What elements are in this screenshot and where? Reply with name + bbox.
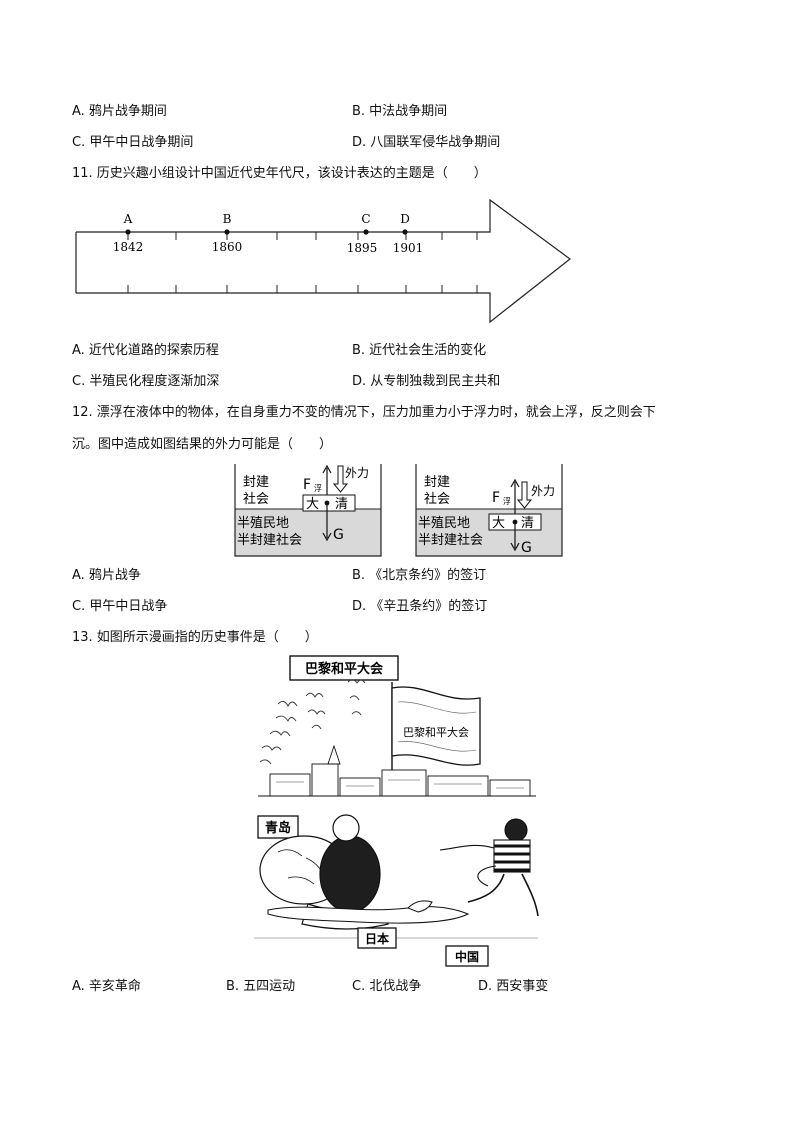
skyline-windows xyxy=(276,779,524,789)
label-japan: 日本 xyxy=(365,931,389,946)
timeline-bottom-ticks xyxy=(127,285,478,293)
buoyancy-sub: 浮 xyxy=(314,483,322,493)
block-left-char: 大 xyxy=(492,516,505,531)
flag-text: 巴黎和平大会 xyxy=(403,725,469,739)
q12-option-a: A. 鸦片战争 xyxy=(72,568,141,583)
timeline-point-b xyxy=(224,229,230,235)
timeline-point-d xyxy=(402,229,408,235)
timeline-year-a: 1842 xyxy=(113,240,144,254)
gravity-arrow xyxy=(510,542,520,552)
q10-option-a: A. 鸦片战争期间 xyxy=(72,104,167,119)
q11-option-a: A. 近代化道路的探索历程 xyxy=(72,343,219,358)
label-china-box xyxy=(445,945,489,967)
timeline-arrow-outline xyxy=(76,198,571,324)
label-china: 中国 xyxy=(455,949,479,964)
q11-option-b: B. 近代社会生活的变化 xyxy=(352,343,487,358)
external-force-arrow xyxy=(516,481,533,509)
q12-diagram-left: 封建 社会 半殖民地 半封建社会 F 浮 外力 大 清 G xyxy=(234,464,382,557)
lower-label-1: 半殖民地 xyxy=(237,515,289,531)
q13-option-c: C. 北伐战争 xyxy=(352,979,422,994)
q12-stem-line1: 12. 漂浮在液体中的物体，在自身重力不变的情况下，压力加重力小于浮力时，就会上… xyxy=(72,405,656,420)
upper-label-2: 社会 xyxy=(243,491,269,507)
gravity-label: G xyxy=(333,527,344,543)
buoyancy-arrow xyxy=(510,478,520,488)
q10-option-c: C. 甲午中日战争期间 xyxy=(72,135,194,150)
timeline-year-c: 1895 xyxy=(347,241,378,255)
label-qingdao: 青岛 xyxy=(265,820,291,836)
figure-china xyxy=(267,900,470,924)
label-japan-box xyxy=(357,927,397,949)
label-qingdao-box xyxy=(257,815,299,839)
gravity-arrow xyxy=(322,532,332,542)
timeline-letter-b: B xyxy=(223,212,232,226)
timeline-letter-d: D xyxy=(400,212,410,226)
timeline-year-d: 1901 xyxy=(393,241,424,255)
flag xyxy=(391,686,481,766)
q10-option-d: D. 八国联军侵华战争期间 xyxy=(352,135,501,150)
q13-stem: 13. 如图所示漫画指的历史事件是（ ） xyxy=(72,630,318,645)
lower-label-2: 半封建社会 xyxy=(237,532,302,548)
timeline-letter-c: C xyxy=(361,212,370,226)
q13-option-d: D. 西安事变 xyxy=(478,979,549,994)
block-right-char: 清 xyxy=(335,497,348,512)
q11-option-d: D. 从专制独裁到民主共和 xyxy=(352,374,501,389)
q13-cartoon: 巴黎和平大会 巴黎和平大会 青岛 xyxy=(254,655,539,967)
timeline-point-a xyxy=(125,229,131,235)
liquid-lower-layer xyxy=(235,509,381,556)
q12-option-d: D. 《辛丑条约》的签订 xyxy=(352,599,488,614)
external-force-label: 外力 xyxy=(345,466,369,480)
banner-paris-conference xyxy=(289,655,399,681)
q12-option-c: C. 甲午中日战争 xyxy=(72,599,168,614)
q12-diagram-right: 封建 社会 半殖民地 半封建社会 F 浮 外力 大 清 G xyxy=(415,464,563,557)
timeline-letter-a: A xyxy=(123,212,133,226)
buoyancy-sub: 浮 xyxy=(503,496,511,506)
q12-stem-line2: 沉。图中造成如图结果的外力可能是（ ） xyxy=(72,437,333,452)
q10-option-b: B. 中法战争期间 xyxy=(352,104,448,119)
buoyancy-label: F xyxy=(492,490,500,506)
timeline-year-b: 1860 xyxy=(212,240,243,254)
container-outline xyxy=(234,464,382,557)
lower-label-1: 半殖民地 xyxy=(418,515,470,531)
gravity-label: G xyxy=(521,540,532,556)
q11-stem: 11. 历史兴趣小组设计中国近代史年代尺，该设计表达的主题是（ ） xyxy=(72,166,487,181)
scribble-slogans xyxy=(259,679,366,765)
q13-option-b: B. 五四运动 xyxy=(226,979,296,994)
city-skyline xyxy=(258,744,536,797)
upper-label-1: 封建 xyxy=(424,475,450,490)
block-left-char: 大 xyxy=(306,497,319,512)
upper-label-2: 社会 xyxy=(424,491,450,507)
q11-option-c: C. 半殖民化程度逐渐加深 xyxy=(72,374,220,389)
q12-option-b: B. 《北京条约》的签订 xyxy=(352,568,487,583)
figure-runner xyxy=(439,818,539,917)
timeline-top-ticks xyxy=(127,232,478,240)
q11-timeline-diagram: A 1842 B 1860 C 1895 D 1901 xyxy=(75,198,571,324)
container-outline xyxy=(415,464,563,557)
q13-option-a: A. 辛亥革命 xyxy=(72,979,141,994)
external-force-arrow xyxy=(332,465,349,493)
block-right-char: 清 xyxy=(521,516,534,531)
buoyancy-arrow xyxy=(322,464,332,474)
banner-text: 巴黎和平大会 xyxy=(305,661,384,677)
lower-label-2: 半封建社会 xyxy=(418,532,483,548)
external-force-label: 外力 xyxy=(531,484,555,498)
buoyancy-label: F xyxy=(303,477,311,493)
upper-label-1: 封建 xyxy=(243,475,269,490)
timeline-point-c xyxy=(363,229,369,235)
